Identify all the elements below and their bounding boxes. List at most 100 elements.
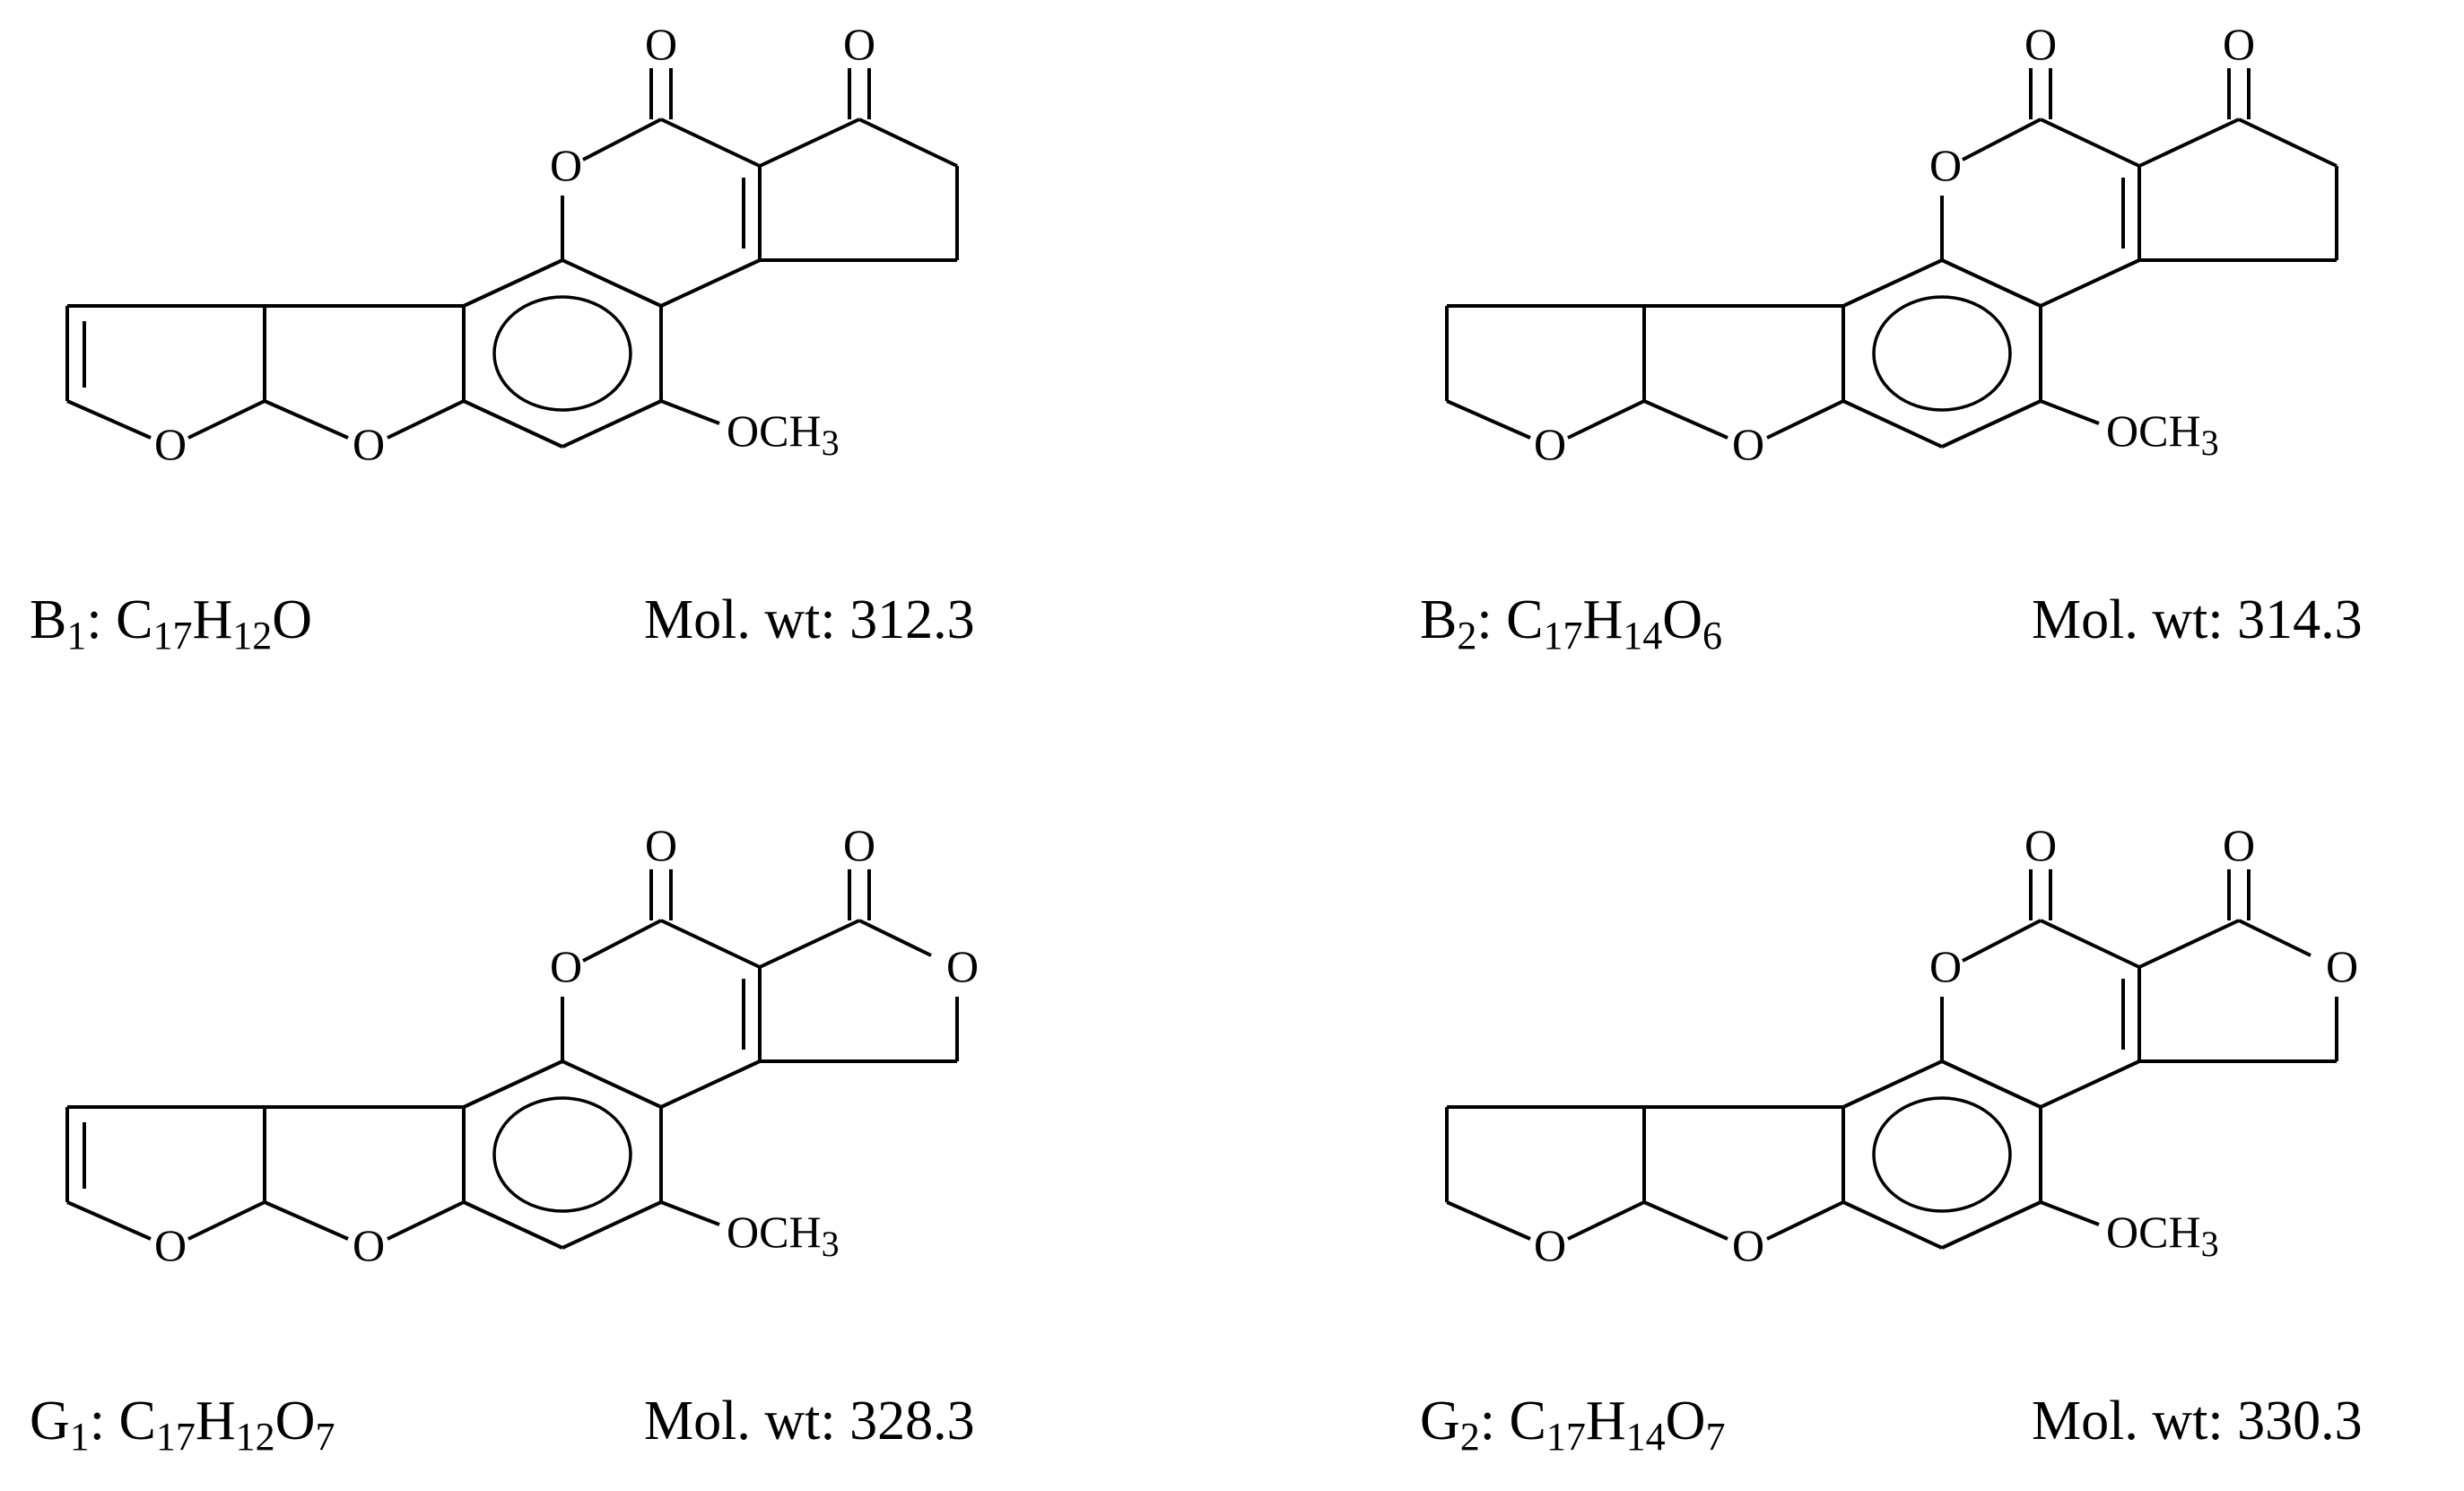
caption-b2-formula: B2: C17H14O6 bbox=[1420, 589, 1723, 658]
structure-g2: O O O O OCH3 O O bbox=[1445, 820, 2358, 1270]
furan-oxygen-label: O bbox=[1534, 419, 1566, 469]
bond bbox=[66, 399, 152, 440]
structure-b2: O O O OCH3 O O bbox=[1445, 19, 2338, 469]
benzene-bond bbox=[463, 1200, 563, 1250]
structure-g1: O O O O OCH3 O O bbox=[65, 820, 979, 1270]
benzene-bond bbox=[1842, 1200, 1943, 1250]
molecular-formula: C17H14O7 bbox=[1509, 1391, 1726, 1459]
furan-oxygen-label: O bbox=[1732, 419, 1764, 469]
benzene-bond bbox=[1941, 1200, 2042, 1250]
aromatic-circle bbox=[492, 295, 632, 412]
bond bbox=[387, 1200, 465, 1241]
molecular-formula: C17H14O6 bbox=[1506, 589, 1723, 658]
bond bbox=[1962, 118, 2042, 161]
molecular-formula: C17H12O bbox=[116, 589, 313, 658]
benzene-bond bbox=[562, 1200, 662, 1250]
bond bbox=[582, 919, 662, 963]
methoxy-label: OCH3 bbox=[2106, 1207, 2219, 1264]
bond bbox=[858, 919, 932, 957]
carbonyl-oxygen-label: O bbox=[645, 19, 677, 69]
carbonyl-oxygen-label: O bbox=[2223, 820, 2255, 870]
lactone-ring-oxygen-label: O bbox=[946, 941, 979, 991]
bond bbox=[187, 399, 266, 440]
bond bbox=[660, 919, 761, 969]
bond bbox=[1446, 399, 1531, 440]
molecular-formula: C17H12O7 bbox=[118, 1391, 335, 1459]
benzene-bond bbox=[463, 258, 563, 308]
carbonyl-oxygen-label: O bbox=[2024, 820, 2057, 870]
furan-oxygen-label: O bbox=[154, 419, 187, 469]
bond bbox=[387, 399, 465, 440]
benzene-bond bbox=[463, 1059, 563, 1109]
aromatic-circle bbox=[1872, 295, 2012, 412]
bond bbox=[858, 118, 958, 168]
bond bbox=[2138, 919, 2240, 969]
benzene-bond bbox=[1941, 399, 2042, 449]
bond bbox=[660, 258, 761, 308]
bond bbox=[1766, 1200, 1844, 1241]
bond bbox=[264, 399, 349, 440]
bond bbox=[264, 1200, 349, 1241]
bond bbox=[759, 118, 860, 168]
bond bbox=[660, 1059, 761, 1109]
caption-b2-molwt: Mol. wt: 314.3 bbox=[2032, 589, 2363, 650]
bond bbox=[66, 1200, 152, 1241]
benzene-bond bbox=[1941, 1059, 2042, 1109]
structure-b1: O O O OCH3 O O bbox=[65, 19, 959, 469]
ring-oxygen-label: O bbox=[1929, 140, 1962, 190]
caption-g2-formula: G2: C17H14O7 bbox=[1420, 1391, 1726, 1459]
benzene-bond bbox=[463, 399, 563, 449]
benzene-bond bbox=[1941, 258, 2042, 308]
furan-oxygen-label: O bbox=[1534, 1220, 1566, 1270]
bond bbox=[660, 118, 761, 168]
ring-oxygen-label: O bbox=[1929, 941, 1962, 991]
lactone-ring-oxygen-label: O bbox=[2326, 941, 2358, 991]
bond bbox=[2040, 399, 2100, 425]
furan-oxygen-label: O bbox=[353, 419, 385, 469]
bond bbox=[2238, 919, 2312, 957]
bond bbox=[660, 399, 720, 425]
furan-oxygen-label: O bbox=[353, 1220, 385, 1270]
furan-oxygen-label: O bbox=[1732, 1220, 1764, 1270]
caption-b1-formula: B1: C17H12O bbox=[30, 589, 313, 658]
caption-g2-molwt: Mol. wt: 330.3 bbox=[2032, 1391, 2363, 1452]
bond bbox=[1962, 919, 2042, 963]
bond bbox=[1567, 399, 1645, 440]
bond bbox=[1643, 399, 1728, 440]
carbonyl-oxygen-label: O bbox=[645, 820, 677, 870]
caption-g1-molwt: Mol. wt: 328.3 bbox=[644, 1391, 975, 1452]
bond bbox=[582, 118, 662, 161]
furan-oxygen-label: O bbox=[154, 1220, 187, 1270]
bond bbox=[1446, 1200, 1531, 1241]
ring-oxygen-label: O bbox=[550, 140, 582, 190]
methoxy-label: OCH3 bbox=[2106, 405, 2219, 463]
methoxy-label: OCH3 bbox=[727, 405, 840, 463]
carbonyl-oxygen-label: O bbox=[2024, 19, 2057, 69]
bond bbox=[2040, 118, 2140, 168]
methoxy-label: OCH3 bbox=[727, 1207, 840, 1264]
bond bbox=[2138, 118, 2240, 168]
carbonyl-oxygen-label: O bbox=[2223, 19, 2255, 69]
bond bbox=[2040, 1200, 2100, 1226]
bond bbox=[660, 1200, 720, 1226]
benzene-bond bbox=[562, 399, 662, 449]
bond bbox=[1766, 399, 1844, 440]
benzene-bond bbox=[1842, 1059, 1943, 1109]
ring-oxygen-label: O bbox=[550, 941, 582, 991]
aromatic-circle bbox=[1872, 1096, 2012, 1213]
benzene-bond bbox=[562, 1059, 662, 1109]
bond bbox=[2040, 1059, 2140, 1109]
bond bbox=[187, 1200, 266, 1241]
carbonyl-oxygen-label: O bbox=[843, 19, 875, 69]
bond bbox=[2238, 118, 2338, 168]
benzene-bond bbox=[1842, 258, 1943, 308]
bond bbox=[2040, 258, 2140, 308]
benzene-bond bbox=[562, 258, 662, 308]
bond bbox=[2040, 919, 2140, 969]
bond bbox=[1643, 1200, 1728, 1241]
caption-b1-molwt: Mol. wt: 312.3 bbox=[644, 589, 975, 650]
caption-g1-formula: G1: C17H12O7 bbox=[30, 1391, 335, 1459]
aromatic-circle bbox=[492, 1096, 632, 1213]
carbonyl-oxygen-label: O bbox=[843, 820, 875, 870]
